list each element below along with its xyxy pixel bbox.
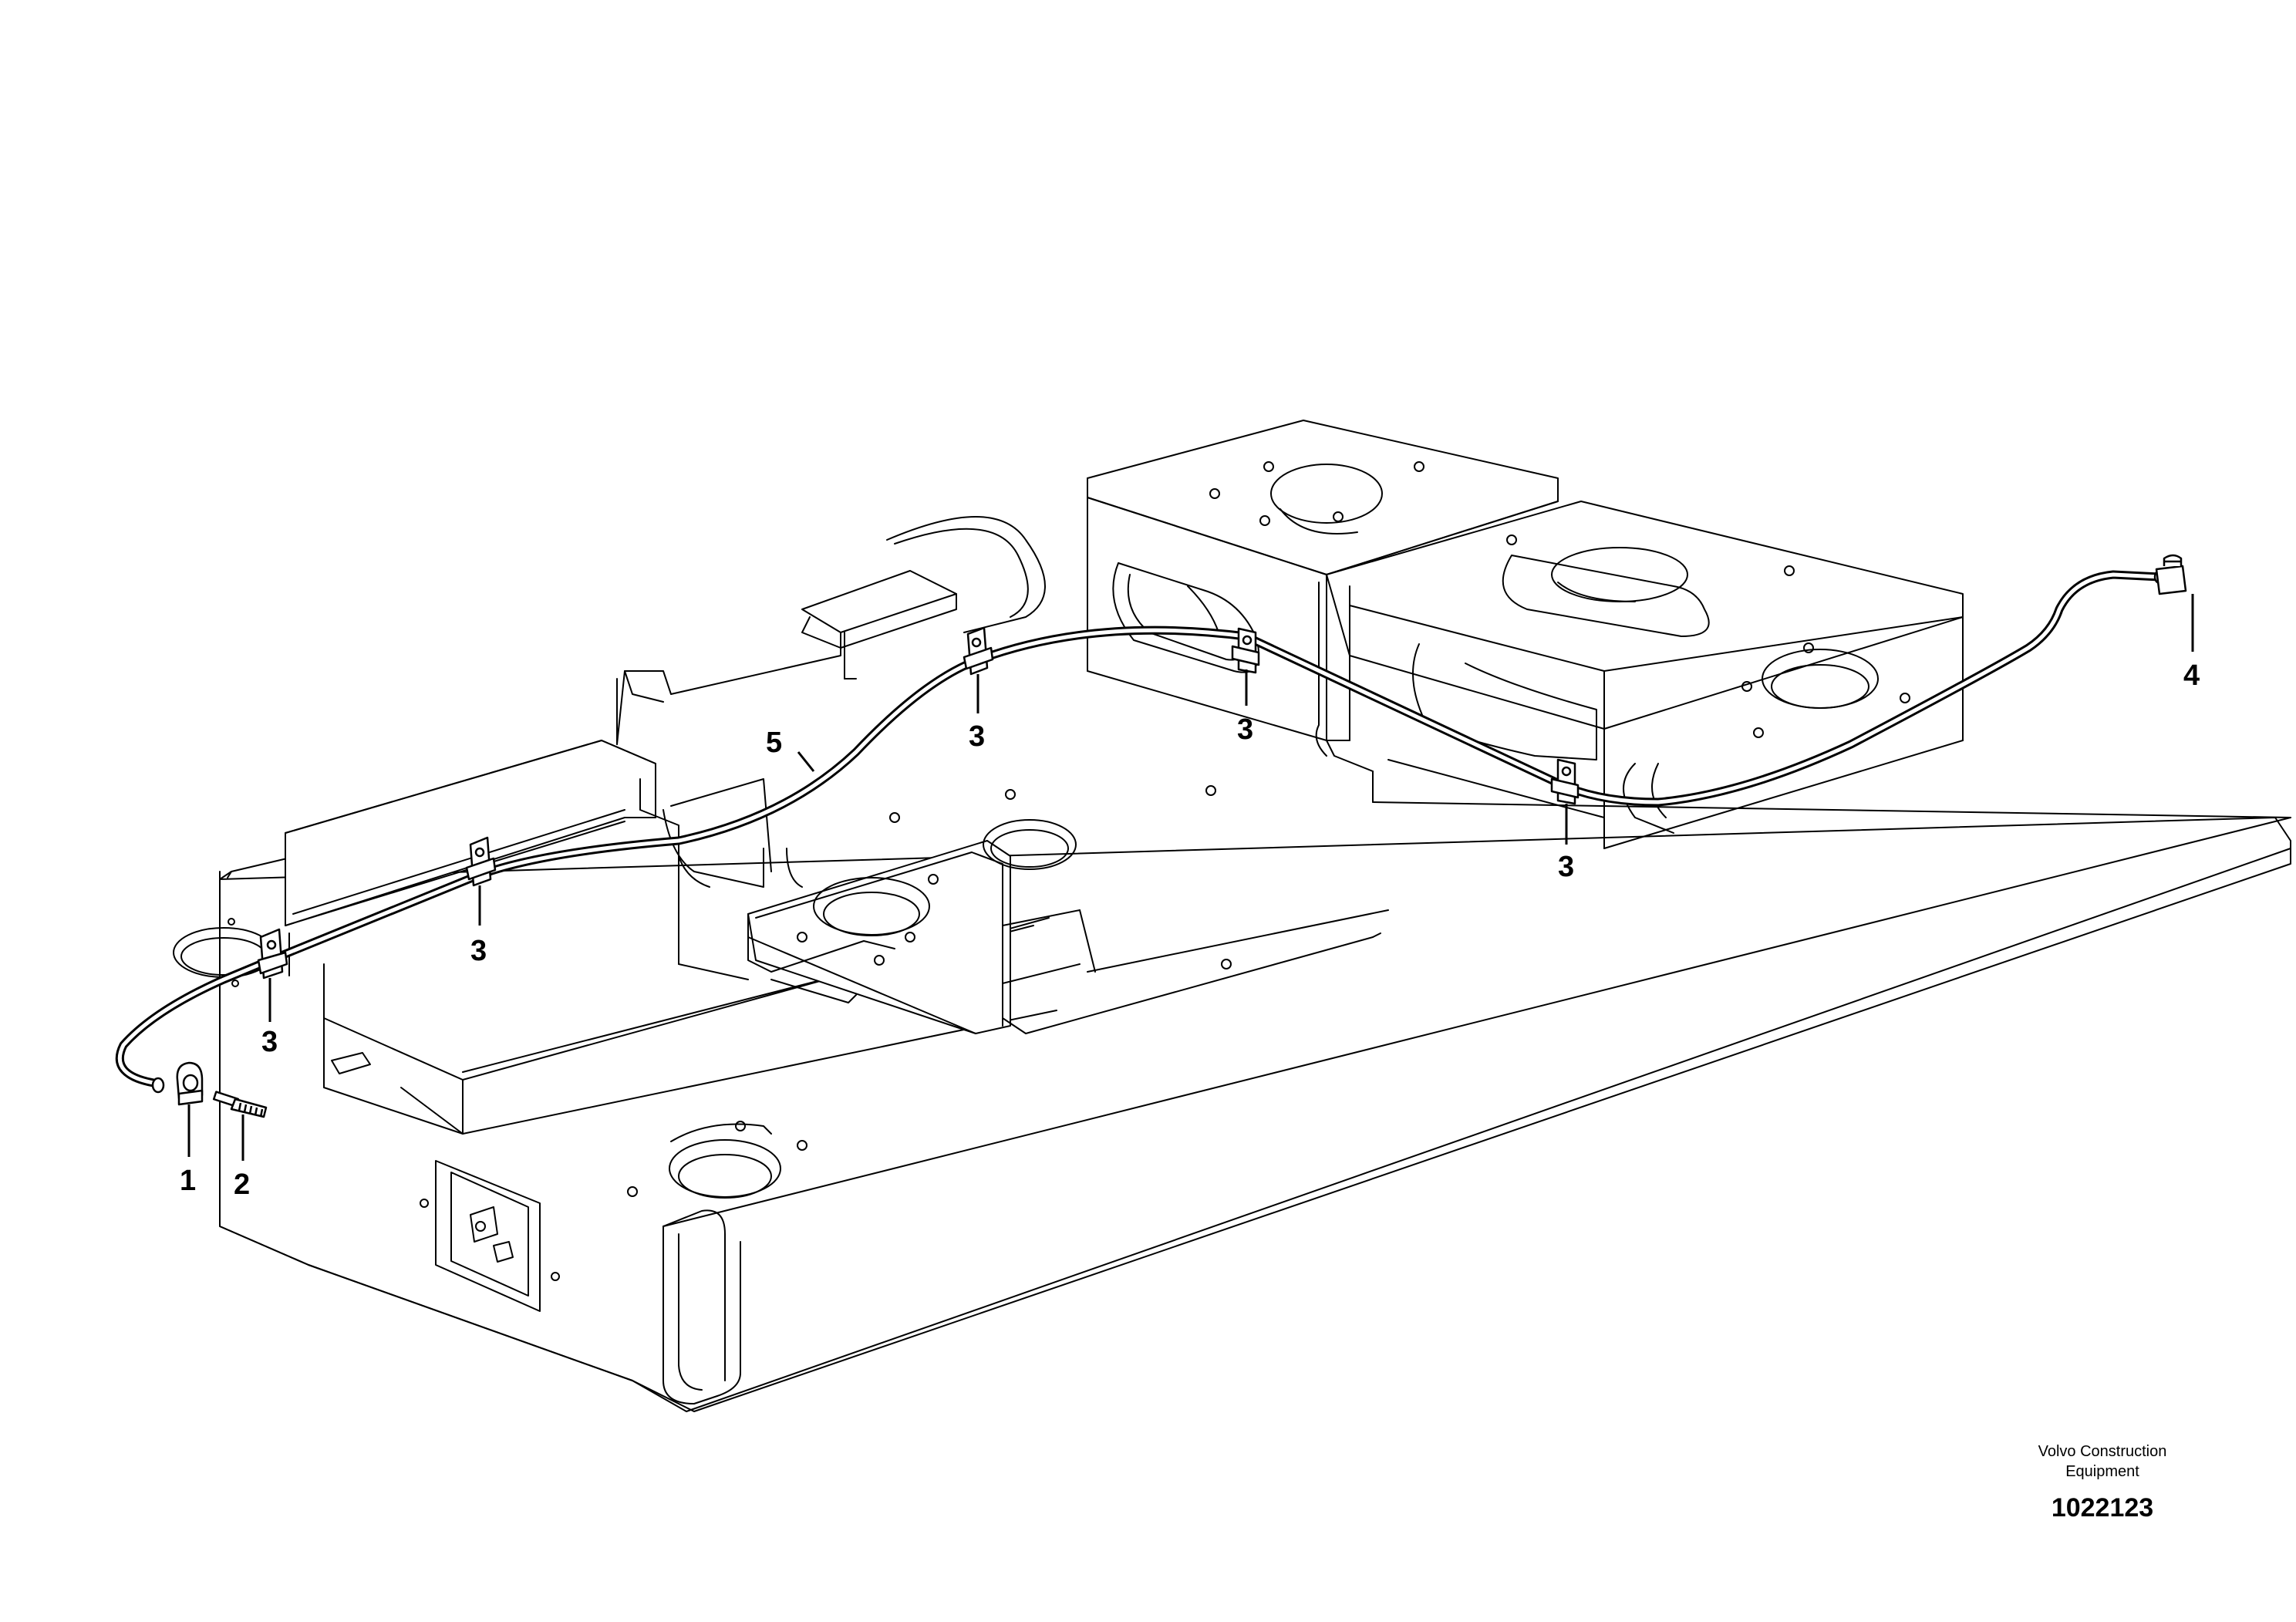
callout-3e: 3 bbox=[1558, 851, 1574, 883]
drawing-number: 1022123 bbox=[2052, 1493, 2153, 1523]
brand-name-line1: Volvo Construction bbox=[2038, 1443, 2167, 1460]
clip-3e bbox=[1550, 758, 1580, 805]
callout-3d: 3 bbox=[1237, 713, 1253, 746]
sensor-part-2 bbox=[212, 1091, 268, 1118]
clip-3a bbox=[257, 928, 288, 980]
leader-lines bbox=[187, 594, 2194, 1161]
chassis-frame bbox=[173, 420, 2291, 1412]
callout-2: 2 bbox=[234, 1168, 250, 1201]
clip-3b bbox=[465, 836, 497, 887]
callout-1: 1 bbox=[180, 1165, 196, 1197]
callout-4: 4 bbox=[2183, 659, 2200, 692]
clamp-part-1 bbox=[176, 1061, 204, 1106]
clip-3c bbox=[963, 626, 994, 676]
callout-3c: 3 bbox=[969, 720, 985, 753]
callout-3a: 3 bbox=[261, 1026, 278, 1058]
clip-3d bbox=[1231, 627, 1260, 674]
callout-5: 5 bbox=[766, 727, 782, 759]
connector-part-4 bbox=[2155, 554, 2187, 595]
brand-name-line2: Equipment bbox=[2065, 1463, 2139, 1480]
callout-3b: 3 bbox=[470, 935, 487, 967]
